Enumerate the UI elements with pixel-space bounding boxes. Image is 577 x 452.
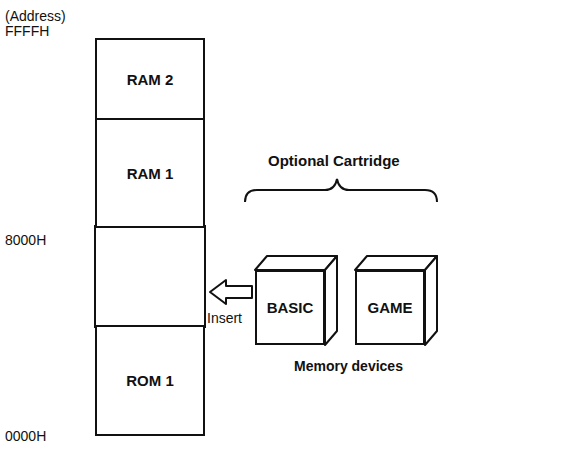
address-heading: (Address) [5, 8, 66, 24]
ram-section: RAM 1 [95, 118, 205, 228]
insert-arrow [210, 280, 252, 304]
address-value: FFFFH [5, 23, 49, 39]
address-value: 8000H [5, 232, 46, 248]
cartridge-3d-faces [255, 256, 437, 345]
box-label: RAM 2 [127, 71, 174, 88]
game-top-face [355, 256, 437, 270]
game-side-face [425, 256, 437, 345]
box-label: ROM 1 [126, 372, 174, 389]
box-label: GAME [368, 299, 413, 316]
group-label: Optional Cartridge [268, 152, 400, 169]
cartridge-slot [95, 226, 205, 327]
group-caption: Memory devices [294, 358, 403, 374]
cartridge-box: GAME [355, 270, 425, 345]
box-label: BASIC [267, 299, 314, 316]
basic-side-face [325, 256, 337, 345]
basic-top-face [255, 256, 337, 270]
address-value: 0000H [5, 428, 46, 444]
arrow-label: Insert [207, 310, 242, 326]
rom-section: ROM 1 [95, 325, 205, 436]
brace [245, 179, 437, 202]
cartridge-box: BASIC [255, 270, 325, 345]
ram-section: RAM 2 [95, 38, 205, 120]
box-label: RAM 1 [127, 165, 174, 182]
